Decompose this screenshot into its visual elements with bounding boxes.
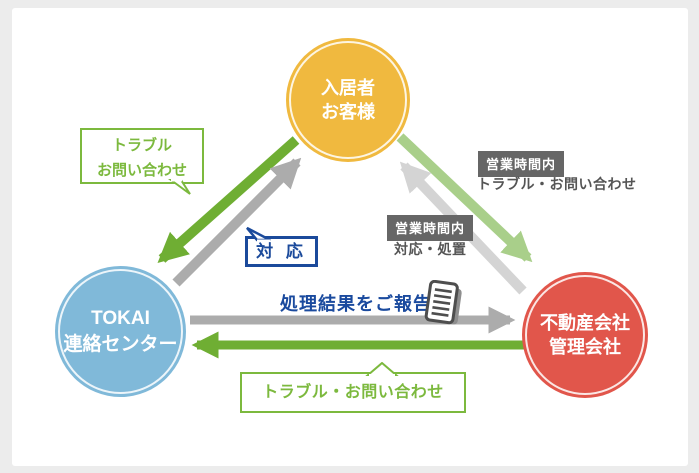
node-resident-line2: お客様 — [321, 102, 375, 122]
node-realestate-line2: 管理会社 — [549, 337, 621, 357]
business-hours-trouble-label: トラブル・お問い合わせ — [477, 176, 637, 192]
business-hours-badge-mid: 営業時間内 — [387, 215, 474, 241]
business-hours-badge-top-label: 営業時間内 — [486, 157, 557, 172]
trouble-inquiry-bubble-bottom: トラブル・お問い合わせ — [240, 362, 466, 413]
trouble-inquiry-bottom-label: トラブル・お問い合わせ — [262, 384, 444, 401]
trouble-inquiry-bubble-left: トラブル お問い合わせ — [80, 128, 204, 195]
document-icon — [424, 280, 462, 325]
report-result-label: 処理結果をご報告 — [280, 290, 432, 316]
response-bubble: 対 応 — [245, 226, 318, 267]
node-realestate-line1: 不動産会社 — [540, 312, 630, 333]
business-hours-response-label: 対応・処置 — [394, 241, 467, 257]
bubble-tail-icon — [246, 226, 271, 242]
business-hours-badge-mid-label: 営業時間内 — [395, 221, 466, 236]
business-hours-trouble-text: トラブル・お問い合わせ — [477, 174, 637, 194]
node-realestate: 不動産会社 管理会社 — [522, 272, 648, 398]
bubble-tail-icon — [365, 362, 399, 377]
arrow-resident-to-realestate — [396, 133, 533, 263]
node-tokai-center: TOKAI 連絡センター — [55, 266, 186, 397]
node-resident-line1: 入居者 — [321, 77, 375, 98]
response-bubble-label: 対 応 — [256, 242, 307, 261]
arrow-tokai-to-resident — [172, 157, 302, 287]
trouble-inquiry-left-line1: トラブル — [111, 137, 172, 154]
node-resident: 入居者 お客様 — [286, 38, 410, 162]
trouble-inquiry-left-line2: お問い合わせ — [96, 161, 187, 179]
bubble-tail-icon — [168, 179, 191, 195]
business-hours-badge-top: 営業時間内 — [478, 151, 565, 177]
report-result-text: 処理結果をご報告 — [280, 294, 432, 314]
business-hours-response-text: 対応・処置 — [394, 239, 467, 259]
node-tokai-line2: 連絡センター — [63, 333, 178, 355]
node-tokai-line1: TOKAI — [91, 307, 150, 329]
